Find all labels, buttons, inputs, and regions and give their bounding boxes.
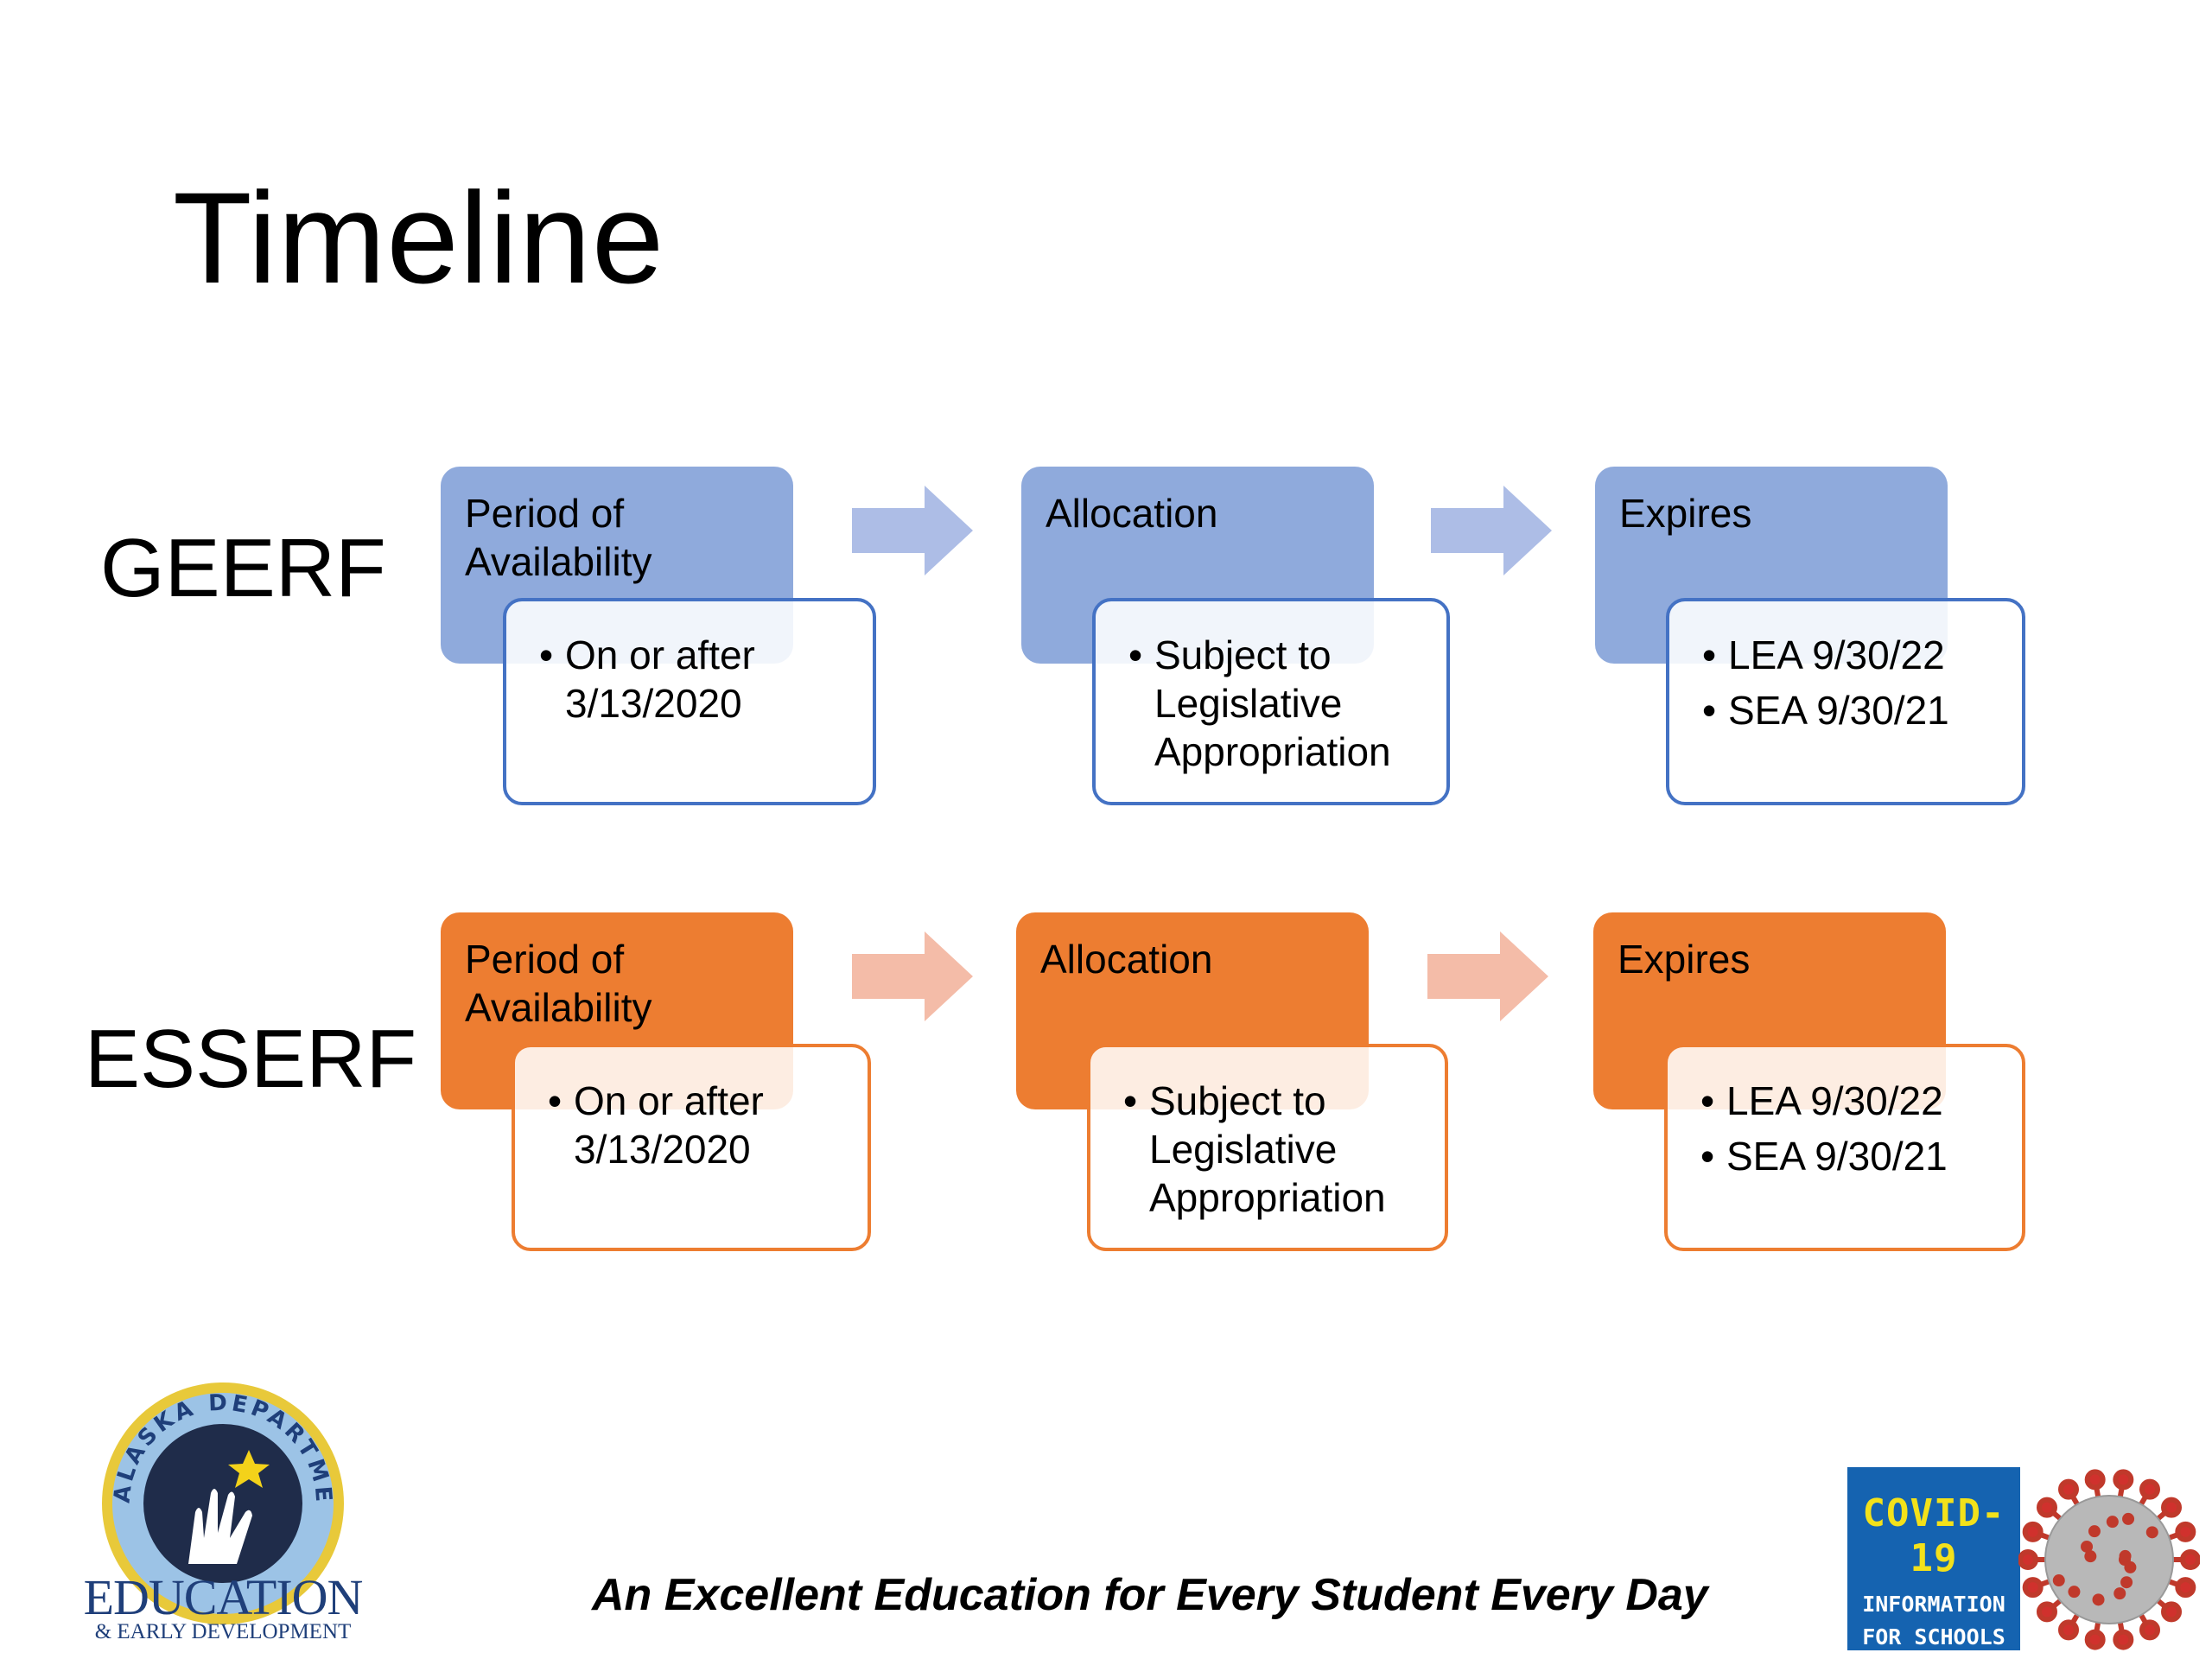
bullet-item: On or after 3/13/2020	[548, 1077, 843, 1173]
geerf-period-card: On or after 3/13/2020	[503, 598, 876, 805]
row-label-geerf: GEERF	[100, 522, 386, 614]
arrow-right-icon	[1427, 931, 1548, 1021]
covid-line1: INFORMATION	[1862, 1592, 2005, 1617]
covid-title: COVID-19	[1862, 1491, 2005, 1580]
logo-subname: & EARLY DEVELOPMENT	[95, 1620, 352, 1643]
esserf-allocation-card: Subject to Legislative Appropriation	[1087, 1044, 1448, 1251]
header-line: Allocation	[1040, 937, 1213, 982]
arrow-right-icon	[1431, 486, 1552, 575]
covid-line2: FOR SCHOOLS	[1862, 1624, 2005, 1649]
header-line: Availability	[465, 985, 652, 1030]
row-label-esserf: ESSERF	[85, 1013, 417, 1105]
geerf-expires-card: LEA 9/30/22 SEA 9/30/21	[1666, 598, 2025, 805]
esserf-expires-card: LEA 9/30/22 SEA 9/30/21	[1664, 1044, 2025, 1251]
bullet-item: Subject to Legislative Appropriation	[1128, 631, 1422, 776]
footer-tagline: An Excellent Education for Every Student…	[592, 1570, 1708, 1620]
page-title: Timeline	[173, 165, 665, 310]
bullet-item: LEA 9/30/22	[1700, 1077, 1998, 1125]
bullet-item: On or after 3/13/2020	[539, 631, 849, 728]
bullet-item: SEA 9/30/21	[1700, 1132, 1998, 1180]
header-line: Expires	[1618, 937, 1751, 982]
arrow-right-icon	[852, 931, 973, 1021]
logo-name: EDUCATION	[84, 1569, 363, 1625]
bullet-item: LEA 9/30/22	[1702, 631, 1998, 679]
header-line: Availability	[465, 539, 652, 584]
arrow-right-icon	[852, 486, 973, 575]
header-line: Expires	[1619, 491, 1752, 536]
covid-info-badge: COVID-19 INFORMATION FOR SCHOOLS	[1847, 1467, 2020, 1650]
geerf-allocation-card: Subject to Legislative Appropriation	[1092, 598, 1450, 805]
bullet-item: SEA 9/30/21	[1702, 686, 1998, 734]
esserf-period-card: On or after 3/13/2020	[512, 1044, 871, 1251]
coronavirus-icon	[2018, 1469, 2200, 1650]
alaska-department-of-education-seal-icon: ALASKA DEPARTMENT OF EDUCATION & EARLY D…	[76, 1374, 364, 1643]
header-line: Period of	[465, 937, 625, 982]
header-line: Period of	[465, 491, 625, 536]
bullet-item: Subject to Legislative Appropriation	[1123, 1077, 1421, 1222]
header-line: Allocation	[1046, 491, 1218, 536]
